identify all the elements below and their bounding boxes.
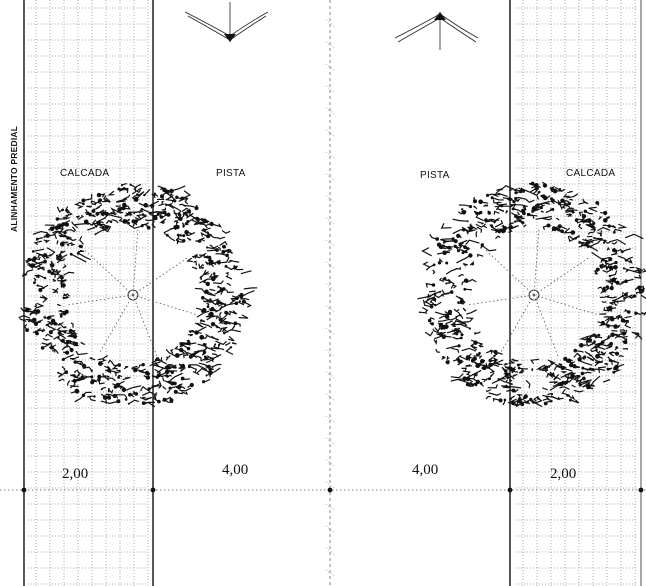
- dimension-road-left: 4,00: [222, 462, 248, 478]
- traffic-arrow-down-icon: [184, 2, 269, 42]
- dimension-tick: [327, 487, 333, 493]
- dimension-line: [0, 487, 646, 493]
- dimension-tick: [507, 487, 513, 493]
- tree-canopy-left-icon: [18, 183, 258, 408]
- dimension-sidewalk-left: 2,00: [62, 466, 88, 482]
- building-line-label: ALINHAMENTO PREDIAL: [9, 126, 19, 232]
- traffic-arrow-up-icon: [394, 12, 479, 50]
- tree-canopy-right-icon: [417, 181, 646, 408]
- road-right-label: PISTA: [420, 170, 450, 181]
- dimension-tick: [21, 487, 27, 493]
- sidewalk-right-label: CALCADA: [566, 168, 615, 179]
- dimension-road-right: 4,00: [412, 462, 438, 478]
- dimension-sidewalk-right: 2,00: [550, 466, 576, 482]
- sidewalk-paving-pattern: [28, 0, 636, 586]
- dimension-tick: [150, 487, 156, 493]
- road-left-label: PISTA: [216, 168, 246, 179]
- sidewalk-left-label: CALCADA: [60, 168, 109, 179]
- dimension-tick: [638, 487, 644, 493]
